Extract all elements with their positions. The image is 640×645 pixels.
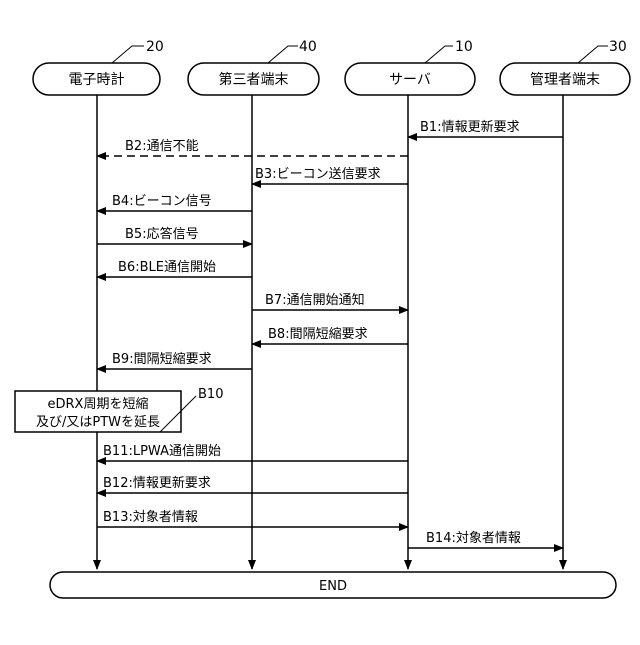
ref-third-label: 40 xyxy=(299,39,317,55)
message-b7: B7:通信開始通知 xyxy=(252,292,408,310)
message-b11-label: B11:LPWA通信開始 xyxy=(103,444,221,459)
message-b8-label: B8:間隔短縮要求 xyxy=(268,326,368,342)
ref-admin: 30 xyxy=(578,39,627,63)
ref-server-label: 10 xyxy=(455,39,473,55)
entity-third-label: 第三者端末 xyxy=(219,71,289,88)
entity-third: 第三者端末 xyxy=(188,63,319,95)
ref-watch-label: 20 xyxy=(146,39,164,55)
message-b7-label: B7:通信開始通知 xyxy=(265,292,365,308)
message-b4: B4:ビーコン信号 xyxy=(97,194,252,211)
message-b9-label: B9:間隔短縮要求 xyxy=(112,351,212,367)
process-box-ref: B10 xyxy=(198,387,223,402)
entity-admin-label: 管理者端末 xyxy=(530,72,600,88)
message-b8: B8:間隔短縮要求 xyxy=(252,326,408,344)
message-b6-label: B6:BLE通信開始 xyxy=(118,260,216,275)
ref-server: 10 xyxy=(425,39,473,63)
ref-watch: 20 xyxy=(112,39,164,63)
entity-server: サーバ xyxy=(345,63,475,95)
entity-watch: 電子時計 xyxy=(33,63,160,95)
message-b13-label: B13:対象者情報 xyxy=(103,510,198,525)
message-b5: B5:応答信号 xyxy=(97,226,252,244)
ref-admin-label: 30 xyxy=(609,39,627,55)
message-b3: B3:ビーコン送信要求 xyxy=(252,167,408,184)
message-b12-label: B12:情報更新要求 xyxy=(103,475,211,491)
entity-admin: 管理者端末 xyxy=(500,63,630,95)
end-label: END xyxy=(319,579,347,594)
end-bar: END xyxy=(50,572,616,598)
process-box-line2: 及び/又はPTWを延長 xyxy=(36,415,160,430)
message-b4-label: B4:ビーコン信号 xyxy=(112,194,212,209)
ref-third: 40 xyxy=(268,39,317,63)
message-b2-label: B2:通信不能 xyxy=(125,139,199,154)
process-box-line1: eDRX周期を短縮 xyxy=(48,396,149,412)
message-b14: B14:対象者情報 xyxy=(408,531,563,548)
entity-watch-label: 電子時計 xyxy=(69,72,125,88)
message-b14-label: B14:対象者情報 xyxy=(426,531,521,546)
message-b6: B6:BLE通信開始 xyxy=(97,260,252,277)
message-b5-label: B5:応答信号 xyxy=(125,226,199,242)
process-box-b10: eDRX周期を短縮 及び/又はPTWを延長 B10 xyxy=(15,387,223,432)
message-b9: B9:間隔短縮要求 xyxy=(97,351,252,369)
message-b3-label: B3:ビーコン送信要求 xyxy=(255,167,381,182)
message-b1-label: B1:情報更新要求 xyxy=(420,119,520,135)
message-b1: B1:情報更新要求 xyxy=(408,119,563,137)
entity-server-label: サーバ xyxy=(389,72,431,88)
